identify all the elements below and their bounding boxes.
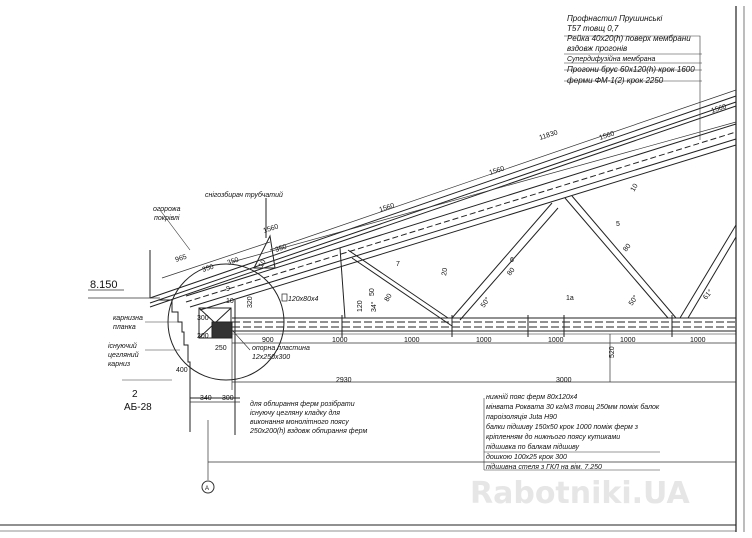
- dim-text: 1560: [710, 103, 727, 115]
- dim-text: 1000: [476, 337, 492, 344]
- note-text: існуючу цегляну кладку для: [250, 409, 340, 417]
- truss-web: [339, 195, 737, 327]
- dim-text: 965: [174, 254, 187, 264]
- plate-label: опорна пластина: [252, 345, 310, 352]
- dimension-lines: [88, 89, 737, 480]
- axis-label: А: [205, 486, 209, 492]
- cornice-label: карнизна: [113, 315, 143, 322]
- layer-note: Профнастил Прушинські: [567, 14, 663, 23]
- member-text: 10: [258, 259, 268, 269]
- dim-text: 400: [176, 367, 188, 374]
- dim-text: 350: [226, 257, 239, 267]
- dimension-texts: 11830 1560 1560 1560 1560 1560 965 350 3…: [174, 103, 727, 402]
- member-text: 1а: [566, 295, 574, 302]
- layers-bottom-notes: нижній пояс ферм 80х120х4 мінвата Рокват…: [486, 393, 660, 471]
- dim-text: 1560: [378, 202, 395, 214]
- angle-text: 34°: [370, 301, 378, 312]
- layer-note: Супердифузійна мембрана: [567, 55, 655, 63]
- angle-text: 61°: [701, 288, 714, 301]
- dim-text: 350: [274, 244, 287, 254]
- layer-note: Рейка 40х20(h) поверх мембрани: [567, 34, 691, 43]
- dim-text: 350: [201, 264, 214, 274]
- dim-text: 1000: [690, 337, 706, 344]
- section-number: 2: [132, 389, 138, 400]
- layers-top-notes: Профнастил Прушинські Т57 товщ 0,7 Рейка…: [567, 14, 695, 85]
- brick-cornice: [158, 299, 240, 435]
- dim-text: 1000: [404, 337, 420, 344]
- layer-note: вздовж прогонів: [567, 44, 627, 53]
- layer-note: дошкою 100х25 крок 300: [486, 453, 567, 461]
- plate-label: 12х250х300: [252, 354, 290, 361]
- member-text: 10: [630, 183, 640, 193]
- snow-guard-label: снігозбирач трубчатий: [205, 191, 283, 199]
- member-text: 6: [510, 257, 514, 264]
- callouts: огорожа покрівлі снігозбирач трубчатий 8…: [90, 191, 367, 492]
- dim-text: 2930: [336, 377, 352, 384]
- dim-text: 320: [247, 296, 254, 308]
- note-text: для обпирання ферм розібрати: [250, 400, 355, 408]
- dim-text: 250: [215, 345, 227, 352]
- axis-bubble: [201, 480, 215, 494]
- angle-text: 50°: [479, 296, 492, 309]
- snow-guard: [149, 198, 276, 298]
- layer-note: нижній пояс ферм 80х120х4: [486, 393, 577, 401]
- watermark: Rabotniki.UA: [470, 476, 690, 511]
- roof-rafter: [149, 95, 737, 311]
- layer-note: пароізоляція Juta H90: [486, 413, 557, 421]
- member-text: 80: [506, 267, 516, 278]
- member-text: 80: [384, 293, 394, 303]
- dim-text: 200: [197, 333, 209, 340]
- leader-lines: [122, 35, 702, 471]
- cornice-label: планка: [113, 324, 136, 331]
- bottom-chord: [232, 317, 736, 335]
- dim-text: 11830: [538, 129, 558, 142]
- dim-text: 3000: [556, 377, 572, 384]
- elevation-label: 8.150: [90, 279, 118, 291]
- dim-text: 520: [609, 346, 616, 358]
- dim-text: 900: [262, 337, 274, 344]
- pipe-label: 120х80х4: [288, 296, 318, 303]
- layer-note: підшивка по балкам підшиву: [486, 443, 580, 451]
- dim-text: 340: [200, 395, 212, 402]
- dim-text: 1560: [598, 130, 615, 142]
- dim-text: 120: [357, 300, 364, 312]
- dim-text: 9: [226, 286, 230, 293]
- layer-note: ферми ФМ-1(2) крок 2250: [567, 76, 664, 85]
- member-text: 5: [616, 221, 620, 228]
- dim-text: 1560: [488, 165, 505, 177]
- note-text: виконання монолітного поясу: [250, 418, 349, 426]
- dim-text: 1000: [332, 337, 348, 344]
- pipe-symbol: [281, 293, 288, 302]
- dim-text: 10: [226, 298, 234, 305]
- layer-note: Т57 товщ 0,7: [567, 24, 619, 33]
- sheet-frame: [0, 6, 745, 532]
- fence-label: огорожа: [153, 206, 181, 213]
- layer-note: кріпленням до нижнього поясу кутиками: [486, 433, 620, 441]
- layer-note: мінвата Роквата 30 кг/м3 товщ 250мм помі…: [486, 403, 660, 411]
- fence-label: покрівлі: [154, 214, 180, 222]
- member-text: 20: [441, 267, 449, 276]
- section-code: АБ-28: [124, 402, 152, 413]
- dim-text: 1000: [548, 337, 564, 344]
- dim-text: 1560: [262, 223, 279, 235]
- chord-joints: [341, 315, 673, 337]
- dim-text: 50: [369, 288, 376, 296]
- dim-text: 1000: [620, 337, 636, 344]
- layer-note: балки підшиву 150х50 крок 1000 поміж фер…: [486, 423, 639, 431]
- member-text: 80: [622, 243, 632, 254]
- dim-text: 300: [222, 395, 234, 402]
- layer-note: підшивна стеля з ГКЛ на вім. 7.250: [486, 463, 602, 471]
- dim-text: 300: [197, 315, 209, 322]
- angle-text: 50°: [627, 294, 640, 307]
- note-text: 250х200(h) вздовж обпирання ферм: [249, 427, 367, 435]
- existing-cornice-label: цегляний: [108, 351, 139, 359]
- existing-cornice-label: існуючий: [108, 342, 137, 350]
- layer-note: Прогони брус 60х120(h) крок 1600: [567, 65, 695, 74]
- existing-cornice-label: карниз: [108, 361, 131, 368]
- member-text: 7: [396, 261, 400, 268]
